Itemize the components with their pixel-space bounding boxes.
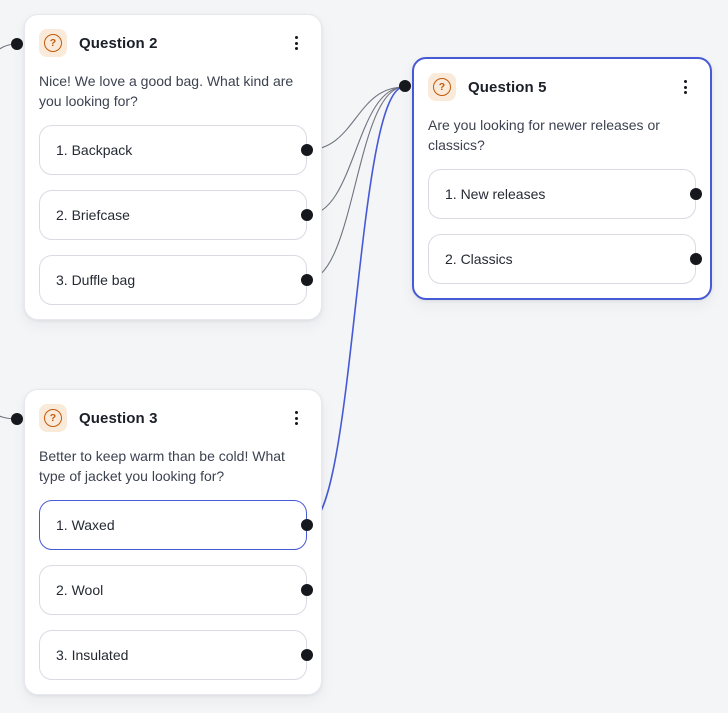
answer-options: 1. Waxed 2. Wool 3. Insulated xyxy=(39,500,313,680)
answer-option[interactable]: 1. Backpack xyxy=(39,125,313,175)
connection-edge[interactable] xyxy=(306,86,405,281)
input-connection-handle[interactable] xyxy=(11,413,23,425)
question-mark-icon: ? xyxy=(39,29,67,57)
question-node-question-2[interactable]: ? Question 2 Nice! We love a good bag. W… xyxy=(11,14,322,320)
answer-option-label: 3. Duffle bag xyxy=(56,272,136,288)
answer-option-label: 2. Briefcase xyxy=(56,207,130,223)
node-question-text: Are you looking for newer releases or cl… xyxy=(428,117,660,153)
connection-edge[interactable] xyxy=(306,86,405,216)
answer-option[interactable]: 1. New releases xyxy=(428,169,702,219)
answer-option-label: 1. Backpack xyxy=(56,142,133,158)
output-connection-handle[interactable] xyxy=(301,649,313,661)
node-title: Question 3 xyxy=(79,409,158,427)
output-connection-handle[interactable] xyxy=(301,584,313,596)
node-header: ? Question 5 xyxy=(428,73,696,101)
answer-options: 1. New releases 2. Classics xyxy=(428,169,702,284)
answer-option[interactable]: 1. Waxed xyxy=(39,500,313,550)
output-connection-handle[interactable] xyxy=(690,188,702,200)
input-connection-handle[interactable] xyxy=(11,38,23,50)
answer-option[interactable]: 3. Insulated xyxy=(39,630,313,680)
node-question-text: Nice! We love a good bag. What kind are … xyxy=(39,73,294,109)
output-connection-handle[interactable] xyxy=(301,144,313,156)
answer-option[interactable]: 2. Classics xyxy=(428,234,702,284)
node-title: Question 2 xyxy=(79,34,158,52)
answer-option[interactable]: 2. Wool xyxy=(39,565,313,615)
node-title: Question 5 xyxy=(468,78,547,96)
output-connection-handle[interactable] xyxy=(301,274,313,286)
node-menu-button[interactable] xyxy=(285,404,307,432)
output-connection-handle[interactable] xyxy=(301,209,313,221)
node-header: ? Question 3 xyxy=(39,404,307,432)
question-node-question-5[interactable]: ? Question 5 Are you looking for newer r… xyxy=(399,57,712,300)
connection-edge[interactable] xyxy=(306,86,405,526)
node-header: ? Question 2 xyxy=(39,29,307,57)
answer-option-label: 2. Classics xyxy=(445,251,513,267)
question-node-question-3[interactable]: ? Question 3 Better to keep warm than be… xyxy=(11,389,322,695)
answer-option-label: 1. Waxed xyxy=(56,517,115,533)
answer-option[interactable]: 2. Briefcase xyxy=(39,190,313,240)
input-connection-handle[interactable] xyxy=(399,80,411,92)
answer-option-label: 1. New releases xyxy=(445,186,546,202)
answer-option[interactable]: 3. Duffle bag xyxy=(39,255,313,305)
node-question-text: Better to keep warm than be cold! What t… xyxy=(39,448,285,484)
output-connection-handle[interactable] xyxy=(690,253,702,265)
answer-option-label: 2. Wool xyxy=(56,582,104,598)
question-mark-icon: ? xyxy=(428,73,456,101)
output-connection-handle[interactable] xyxy=(301,519,313,531)
answer-options: 1. Backpack 2. Briefcase 3. Duffle bag xyxy=(39,125,313,305)
node-menu-button[interactable] xyxy=(285,29,307,57)
node-menu-button[interactable] xyxy=(674,73,696,101)
question-mark-icon: ? xyxy=(39,404,67,432)
answer-option-label: 3. Insulated xyxy=(56,647,129,663)
